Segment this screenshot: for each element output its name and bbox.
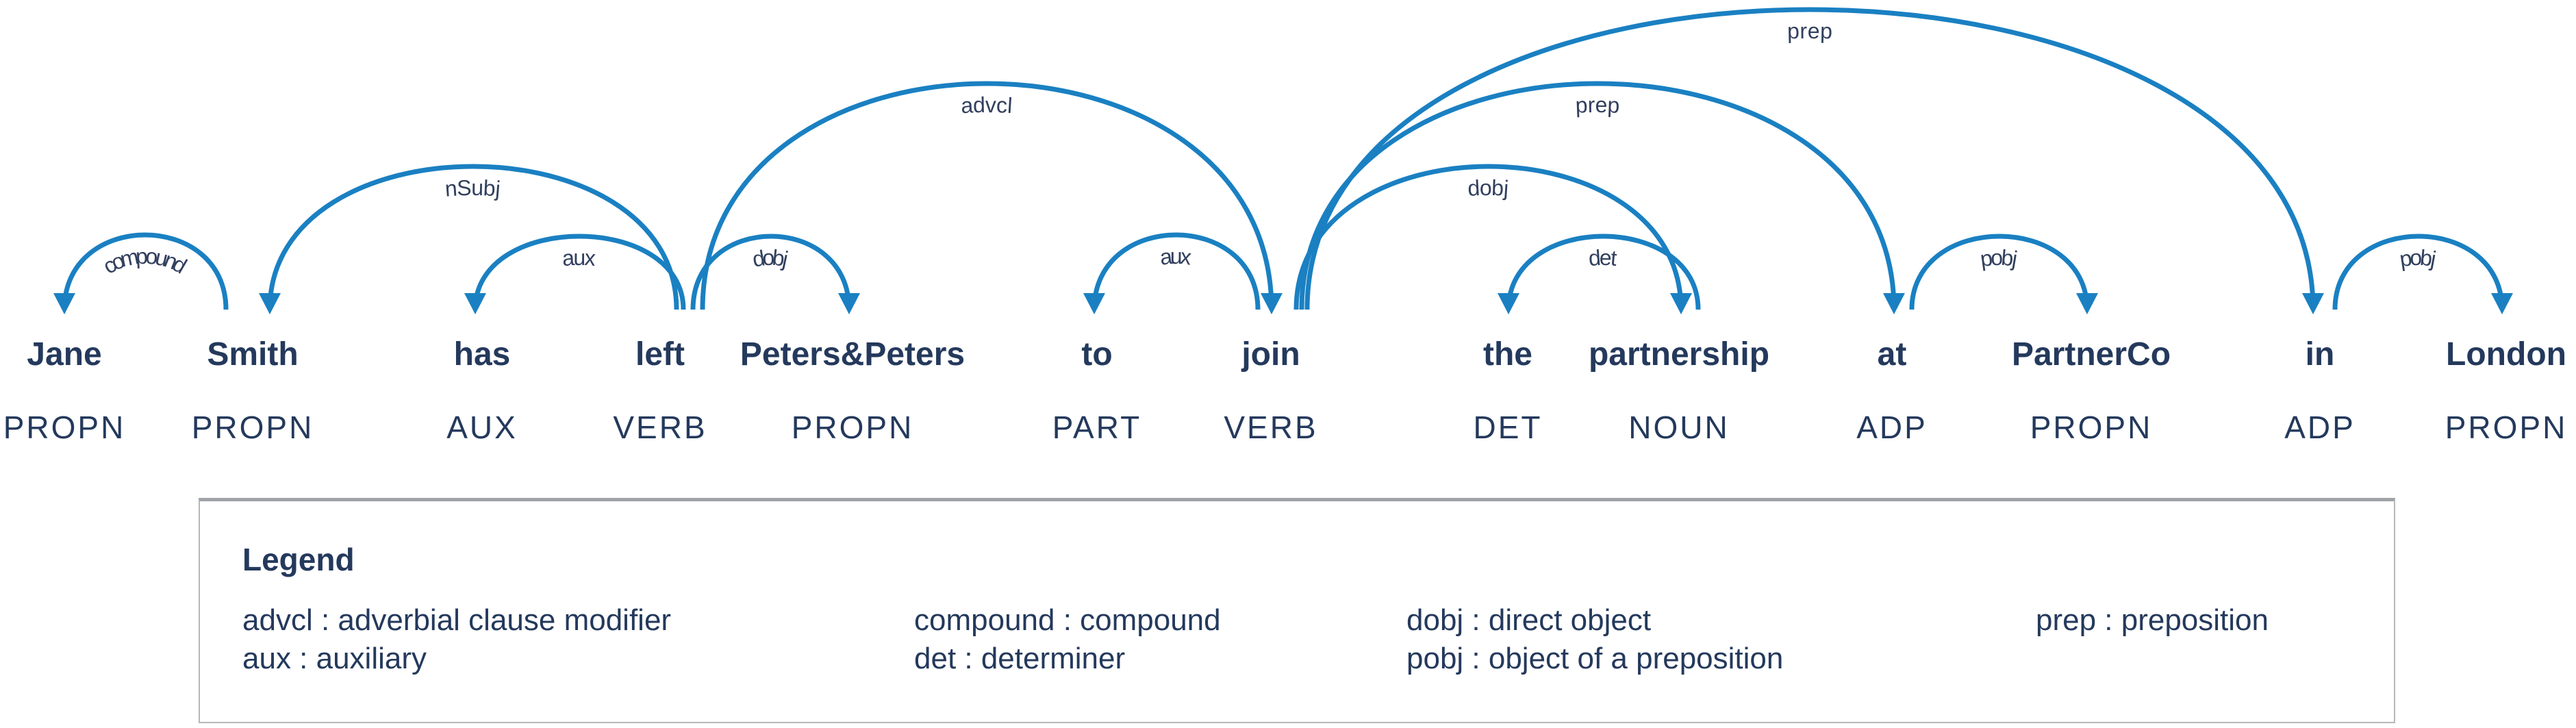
token-pos-tag: PROPN [3,410,126,445]
arrowhead-icon [1083,293,1105,314]
arc-label: nSubj [444,175,503,201]
arrowhead-icon [259,293,281,314]
token-pos-tag: PROPN [2445,410,2568,445]
arc-label: pobj [2398,245,2439,272]
arrowhead-icon [464,293,486,314]
arrowhead-icon [1883,293,1905,314]
arc-label: advcl [960,92,1013,118]
token-word: Smith [207,336,299,373]
token-pos-tag: PROPN [791,410,914,445]
token-word: PartnerCo [2011,336,2171,373]
dependency-arc-aux [1091,232,1261,310]
dependency-arc-prep [1299,81,1897,310]
token-pos-tag: PROPN [191,410,314,445]
token-word: in [2305,336,2335,373]
arc-label: aux [561,245,598,271]
legend-title: Legend [242,542,355,577]
legend-entry: compound : compound [914,603,1221,637]
legend-entry: advcl : adverbial clause modifier [242,603,672,637]
legend-entry: aux : auxiliary [242,642,427,675]
arrowhead-icon [1498,293,1519,314]
token-pos-tag: ADP [1856,410,1928,445]
arrowhead-icon [2491,293,2513,314]
token-word: Jane [27,336,102,373]
arrowhead-icon [1670,293,1692,314]
token-pos-tag: NOUN [1628,410,1730,445]
arc-label: prep [1787,18,1834,43]
token-pos-tag: PROPN [2030,410,2153,445]
token-word: at [1877,336,1907,373]
arrowhead-icon [838,293,860,314]
token-word: partnership [1588,336,1770,373]
token-pos-tag: DET [1473,410,1543,445]
arc-label: prep [1575,92,1621,118]
legend: Legend advcl : adverbial clause modifier… [199,498,2395,723]
legend-column: prep : preposition [2036,601,2269,640]
token-pos-tag: PART [1052,410,1142,445]
legend-column: advcl : adverbial clause modifier aux : a… [242,601,671,678]
arrowhead-icon [53,293,75,314]
token-word: Peters&Peters [740,336,965,373]
legend-column: compound : compound det : determiner [914,601,1221,678]
token-word: London [2446,336,2566,373]
legend-entry: pobj : object of a preposition [1406,642,1784,675]
dependency-arc-det [1506,234,1701,310]
token-word: has [453,336,511,373]
arc-label: pobj [1979,245,2020,272]
dependency-arc-compound [62,232,229,310]
arrowhead-icon [1261,293,1283,314]
token-pos-tag: ADP [2284,410,2356,445]
arc-label: dobj [750,245,791,272]
arrowhead-icon [2302,293,2324,314]
dependency-arc-advcl [700,81,1274,310]
legend-entry: dobj : direct object [1406,603,1652,637]
dependency-arc-aux [472,234,686,310]
dependency-arc-pobj [1909,234,2090,310]
token-word: join [1241,336,1300,373]
arc-label: compound [99,244,192,279]
legend-entry: prep : preposition [2036,603,2269,637]
token-word: left [635,336,685,373]
token-pos-tag: AUX [446,410,518,445]
arc-label: det [1588,245,1619,271]
legend-column: dobj : direct object pobj : object of a p… [1406,601,1783,678]
dependency-arc-pobj [2332,234,2505,310]
arrowhead-icon [2076,293,2098,314]
token-word: to [1081,336,1113,373]
arc-label: aux [1159,244,1194,270]
token-pos-tag: VERB [1224,410,1318,445]
dependency-arc-dobj [690,234,852,310]
token-pos-tag: VERB [613,410,707,445]
dependency-arc-nSubj [267,164,679,310]
token-word: the [1483,336,1532,373]
dependency-arc-prep [1304,7,2316,310]
legend-entry: det : determiner [914,642,1126,675]
arc-label: dobj [1467,175,1510,201]
